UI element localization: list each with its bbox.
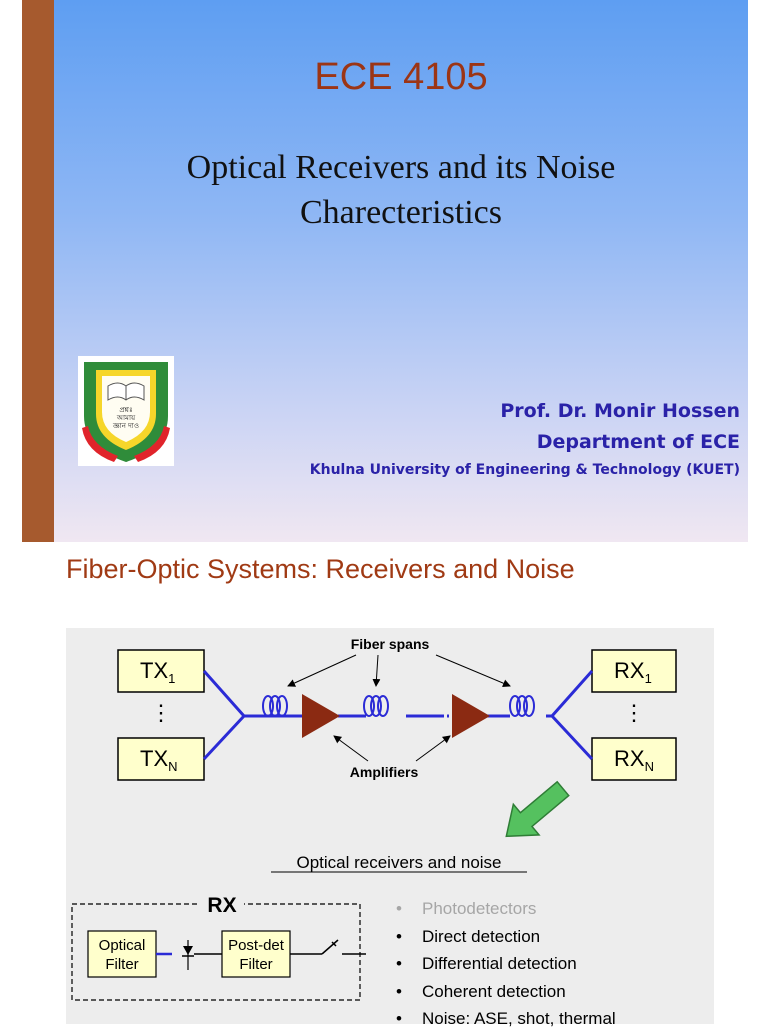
fiber-coil-icons [262, 695, 535, 717]
presenter-info: Prof. Dr. Monir Hossen Department of ECE… [310, 396, 740, 482]
course-code: ECE 4105 [314, 56, 488, 98]
logo-text-line1: প্রশ্নঃ [119, 406, 132, 414]
logo-text-line2: আমায় [116, 414, 136, 422]
receiver-topics-list: •Photodetectors •Direct detection •Diffe… [396, 895, 616, 1033]
rx1-box [591, 649, 677, 693]
slide2-title: Fiber-Optic Systems: Receivers and Noise [66, 554, 575, 584]
txn-box [117, 737, 205, 781]
topic-item: •Photodetectors [396, 899, 537, 918]
fiber-optic-diagram: TX1 ⋮ TXN RX1 ⋮ RXN Fibe [66, 628, 714, 1028]
presenter-university: Khulna University of Engineering & Techn… [309, 462, 740, 478]
fiber-span-pointers [287, 654, 511, 687]
kuet-seal-icon: প্রশ্নঃ আমায় জ্ঞান দাও [82, 362, 170, 462]
university-logo: প্রশ্নঃ আমায় জ্ঞান দাও [78, 356, 174, 466]
fiber-lines [202, 670, 594, 761]
presenter-name: Prof. Dr. Monir Hossen [500, 400, 740, 422]
rx1-label: RX1 [614, 658, 652, 686]
rx-title-bg [200, 892, 244, 914]
presenter-department: Department of ECE [536, 431, 740, 453]
postdet-filter-box [221, 930, 291, 978]
topic-item: •Coherent detection [396, 981, 566, 1001]
topic-item: •Differential detection [396, 954, 577, 973]
tx1-label: TX1 [140, 658, 175, 686]
rx-vertical-dots: ⋮ [623, 700, 645, 725]
title-slide: ECE 4105 Optical Receivers and its Noise… [22, 0, 748, 542]
rxn-label: RXN [614, 746, 654, 774]
green-arrow-icon [505, 780, 570, 838]
rxn-box [591, 737, 677, 781]
fiber-spans-label: Fiber spans [351, 636, 430, 652]
amplifier-pointers [333, 735, 451, 762]
system-diagram-svg: TX1 ⋮ TXN RX1 ⋮ RXN Fibe [71, 636, 677, 1001]
sampler-switch-icon [290, 939, 366, 955]
slide-title-line1: Optical Receivers and its Noise [186, 149, 616, 186]
postdet-filter-line1: Post-det [228, 937, 285, 954]
slide-title-line2: Charecteristics [299, 194, 503, 231]
optical-filter-line2: Filter [105, 956, 138, 973]
photodiode-icon [182, 940, 194, 970]
tx-vertical-dots: ⋮ [150, 700, 172, 725]
receivers-subtitle: Optical receivers and noise [296, 853, 501, 872]
amplifier-icon-1 [302, 694, 340, 738]
txn-label: TXN [140, 746, 178, 774]
slide-title: Optical Receivers and its Noise Charecte… [54, 145, 748, 235]
topic-item: •Direct detection [396, 926, 541, 946]
topic-item: •Noise: ASE, shot, thermal [396, 1009, 616, 1028]
amplifiers-label: Amplifiers [350, 764, 419, 780]
rx-block-title: RX [207, 894, 236, 917]
accent-bar [22, 0, 54, 542]
amplifier-icon-2 [452, 694, 490, 738]
optical-filter-line1: Optical [99, 937, 146, 954]
postdet-filter-line2: Filter [239, 956, 272, 973]
logo-text-line3: জ্ঞান দাও [112, 422, 139, 430]
